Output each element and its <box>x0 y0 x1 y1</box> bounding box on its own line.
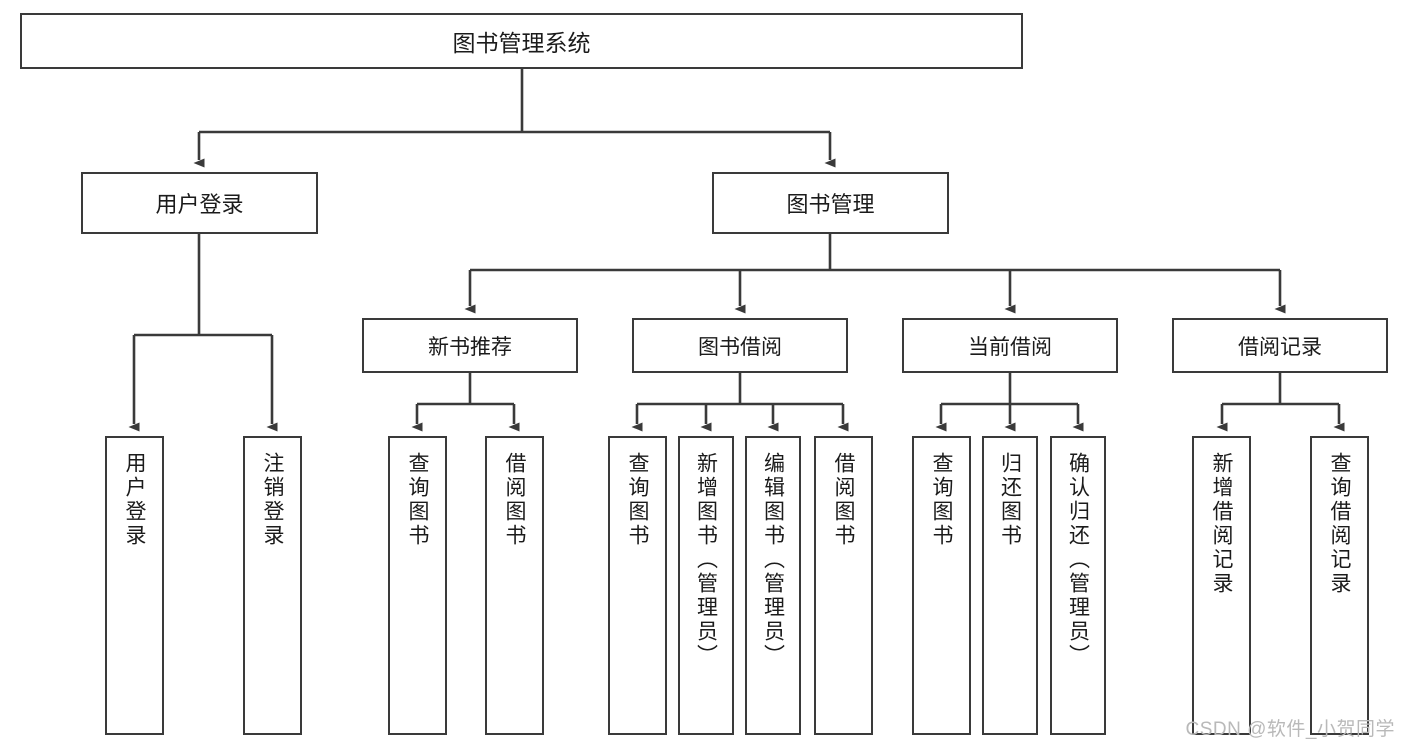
leaf-return-book[interactable]: 归还图书 <box>982 436 1038 735</box>
node-label: 图书管理系统 <box>452 30 591 56</box>
node-label: 注销登录 <box>261 452 284 548</box>
node-root-system[interactable]: 图书管理系统 <box>20 13 1023 69</box>
node-label: 新增借阅记录 <box>1210 452 1233 596</box>
node-label: 用户登录 <box>155 192 244 217</box>
leaf-query-borrow-record[interactable]: 查询借阅记录 <box>1310 436 1369 735</box>
watermark-text: CSDN @软件_小贺同学 <box>1185 719 1395 740</box>
leaf-confirm-return-admin[interactable]: 确认归还（管理员） <box>1050 436 1106 735</box>
node-label: 查询借阅记录 <box>1328 452 1351 596</box>
leaf-query-book-recommendation[interactable]: 查询图书 <box>388 436 447 735</box>
node-current-borrow[interactable]: 当前借阅 <box>902 318 1118 373</box>
node-label: 归还图书 <box>998 452 1022 548</box>
node-label: 借阅图书 <box>503 452 526 548</box>
node-label: 新书推荐 <box>428 335 512 359</box>
leaf-user-login[interactable]: 用户登录 <box>105 436 164 735</box>
node-label: 借阅记录 <box>1238 335 1322 359</box>
node-borrow-records[interactable]: 借阅记录 <box>1172 318 1388 373</box>
node-label: 查询图书 <box>930 452 953 548</box>
node-label: 新增图书（管理员） <box>694 452 718 668</box>
leaf-add-borrow-record[interactable]: 新增借阅记录 <box>1192 436 1251 735</box>
node-book-borrow[interactable]: 图书借阅 <box>632 318 848 373</box>
leaf-query-book-borrow[interactable]: 查询图书 <box>608 436 667 735</box>
leaf-query-book-current[interactable]: 查询图书 <box>912 436 971 735</box>
leaf-logout[interactable]: 注销登录 <box>243 436 302 735</box>
leaf-edit-book-admin[interactable]: 编辑图书（管理员） <box>745 436 801 735</box>
node-user-login[interactable]: 用户登录 <box>81 172 318 234</box>
node-label: 图书借阅 <box>698 335 782 359</box>
node-label: 查询图书 <box>626 452 649 548</box>
node-label: 编辑图书（管理员） <box>761 452 785 668</box>
node-new-book-recommendation[interactable]: 新书推荐 <box>362 318 578 373</box>
node-label: 确认归还（管理员） <box>1066 452 1090 668</box>
node-label: 借阅图书 <box>832 452 855 548</box>
node-label: 当前借阅 <box>968 335 1052 359</box>
node-label: 查询图书 <box>406 452 429 548</box>
leaf-add-book-admin[interactable]: 新增图书（管理员） <box>678 436 734 735</box>
node-label: 用户登录 <box>123 452 146 548</box>
leaf-borrow-book[interactable]: 借阅图书 <box>814 436 873 735</box>
node-book-management[interactable]: 图书管理 <box>712 172 949 234</box>
leaf-borrow-book-recommendation[interactable]: 借阅图书 <box>485 436 544 735</box>
node-label: 图书管理 <box>786 192 875 217</box>
